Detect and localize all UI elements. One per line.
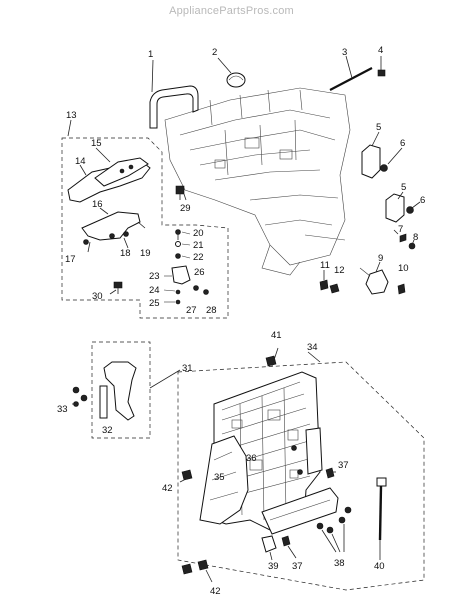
callout-9: 9 bbox=[378, 253, 383, 264]
callout-30: 30 bbox=[92, 291, 103, 302]
callout-20: 20 bbox=[193, 228, 204, 239]
part-link bbox=[171, 265, 191, 285]
callout-29: 29 bbox=[180, 203, 191, 214]
callout-2: 2 bbox=[212, 47, 217, 58]
callout-15: 15 bbox=[91, 138, 102, 149]
part-switch bbox=[359, 261, 389, 295]
part-bracket-lower bbox=[385, 193, 405, 223]
callout-12: 12 bbox=[334, 265, 345, 276]
callout-13: 13 bbox=[66, 110, 77, 121]
callout-26: 26 bbox=[194, 267, 205, 278]
part-bracket-16 bbox=[81, 211, 141, 241]
callout-23: 23 bbox=[149, 271, 160, 282]
pcb-frame bbox=[199, 371, 339, 535]
part-pad-32 bbox=[99, 385, 108, 419]
callout-27: 27 bbox=[186, 305, 197, 316]
callout-41: 41 bbox=[271, 330, 282, 341]
watermark: AppliancePartsPros.com bbox=[169, 5, 294, 17]
part-bracket-upper bbox=[361, 144, 381, 179]
callout-37-lower: 37 bbox=[292, 561, 303, 572]
part-lever-31 bbox=[103, 361, 137, 421]
callout-11: 11 bbox=[320, 260, 330, 271]
part-clip bbox=[377, 69, 386, 77]
part-handle bbox=[149, 85, 199, 129]
callout-35: 35 bbox=[214, 472, 225, 483]
callout-21: 21 bbox=[193, 240, 204, 251]
callout-31: 31 bbox=[182, 363, 193, 374]
part-knob bbox=[226, 72, 246, 88]
callout-7: 7 bbox=[398, 224, 403, 235]
callout-19: 19 bbox=[140, 248, 151, 259]
callout-33: 33 bbox=[57, 404, 68, 415]
callout-5-upper: 5 bbox=[376, 122, 381, 133]
callout-24: 24 bbox=[149, 285, 160, 296]
callout-5-lower: 5 bbox=[401, 182, 406, 193]
callout-38: 38 bbox=[334, 558, 345, 569]
callout-40: 40 bbox=[374, 561, 385, 572]
callout-4: 4 bbox=[378, 45, 383, 56]
callout-1: 1 bbox=[148, 49, 153, 60]
callout-16: 16 bbox=[92, 199, 103, 210]
upper-chassis-assembly bbox=[164, 87, 351, 276]
callout-25: 25 bbox=[149, 298, 160, 309]
callout-42-lower: 42 bbox=[210, 586, 221, 597]
callout-39: 39 bbox=[268, 561, 279, 572]
callout-36: 36 bbox=[246, 453, 257, 464]
callout-labels: 1 2 3 4 5 6 5 6 7 8 9 10 11 12 13 14 15 … bbox=[57, 45, 425, 597]
callout-32: 32 bbox=[102, 425, 113, 436]
callout-6-upper: 6 bbox=[400, 138, 405, 149]
callout-42-upper: 42 bbox=[162, 483, 173, 494]
part-rod bbox=[329, 67, 373, 91]
part-shaft bbox=[376, 477, 387, 560]
callout-18: 18 bbox=[120, 248, 131, 259]
callout-14: 14 bbox=[75, 156, 86, 167]
callout-34: 34 bbox=[307, 342, 318, 353]
group-13-boundary bbox=[61, 137, 229, 319]
group-34-boundary bbox=[177, 361, 425, 591]
callout-22: 22 bbox=[193, 252, 204, 263]
group-31-boundary bbox=[91, 341, 151, 439]
callout-6-lower: 6 bbox=[420, 195, 425, 206]
callout-37-upper: 37 bbox=[338, 460, 349, 471]
callout-10: 10 bbox=[398, 263, 409, 274]
callout-3: 3 bbox=[342, 47, 347, 58]
callout-8: 8 bbox=[413, 232, 418, 243]
callout-17: 17 bbox=[65, 254, 76, 265]
part-cable-clip bbox=[261, 535, 277, 553]
callout-28: 28 bbox=[206, 305, 217, 316]
